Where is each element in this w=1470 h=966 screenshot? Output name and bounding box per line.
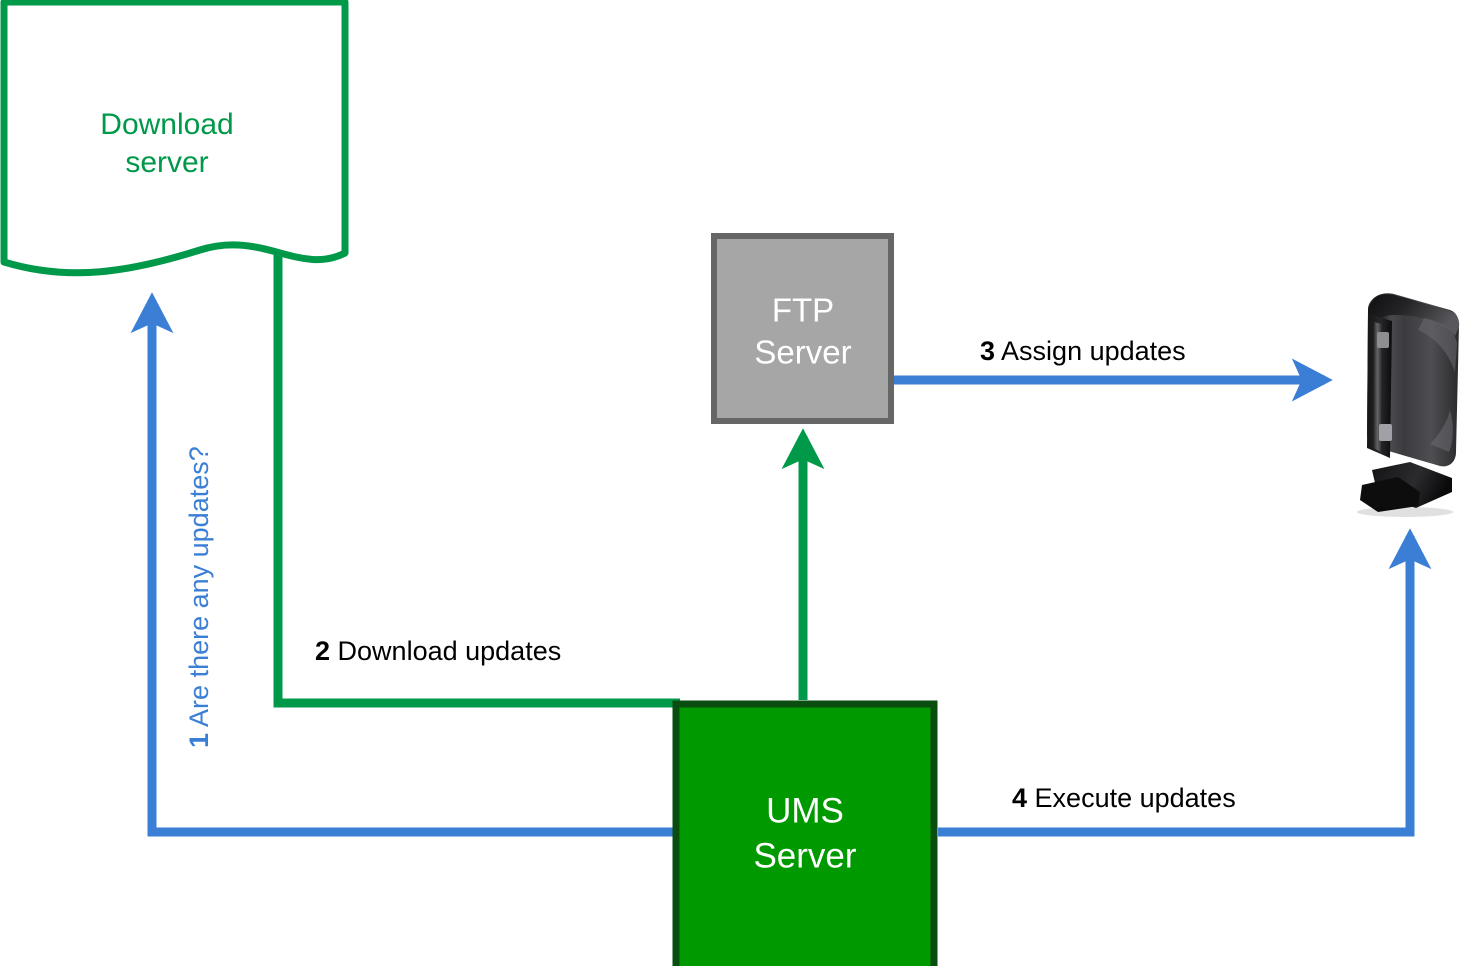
node-thin-client-device[interactable] [1357,293,1460,517]
edge-3-label: 3 Assign updates [980,336,1186,366]
edge-3-number: 3 [980,336,995,366]
edge-3-text: Assign updates [1001,336,1186,366]
device-foot [1360,477,1420,512]
node-ftp-server[interactable]: FTP Server [711,233,894,424]
device-top-bevel [1368,294,1460,336]
ftp-server-label-line1: FTP [772,292,834,329]
node-ums-server[interactable]: UMS Server [672,700,938,966]
edge-2-number: 2 [315,636,330,666]
download-server-label-line1: Download [100,108,233,141]
edge-2-download-updates [273,255,680,708]
ftp-server-label-line2: Server [754,334,851,371]
edge-2-line [273,255,680,708]
edge-1-number: 1 [184,733,214,748]
ums-server-label-line1: UMS [766,791,844,830]
edge-4-execute-updates [938,528,1432,837]
edge-2-label: 2 Download updates [315,636,561,666]
edge-4-text: Execute updates [1035,783,1236,813]
edge-2-text: Download updates [338,636,562,666]
device-port-top [1377,332,1389,348]
device-highlight-bottom [1430,410,1453,452]
edge-4-line [938,528,1432,837]
download-server-shape [0,0,349,277]
device-shadow [1357,507,1453,517]
edge-4-label: 4 Execute updates [1012,783,1236,813]
device-sheen [1373,322,1382,452]
ftp-server-box [711,233,894,424]
device-port-bottom [1379,424,1392,441]
device-highlight-top [1418,318,1457,372]
ums-server-label-line2: Server [753,836,856,875]
download-server-label-line2: server [125,146,208,179]
ums-server-box [672,700,938,966]
edge-1-line [130,292,673,837]
edge-1-label-group: 1 Are there any updates? [184,446,214,748]
edge-1-are-there-any-updates [130,292,673,837]
edge-1-text: Are there any updates? [184,446,214,727]
edge-4-number: 4 [1012,783,1027,813]
edge-1-label: 1 Are there any updates? [184,446,214,748]
node-download-server[interactable]: Download server [0,0,349,277]
